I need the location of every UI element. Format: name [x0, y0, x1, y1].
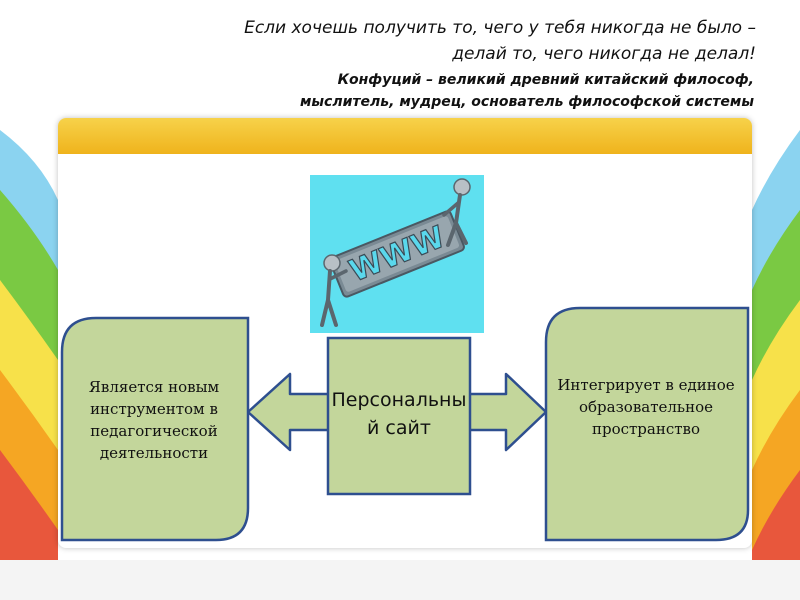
right-box-label: Интегрирует в единое образовательное про… [552, 374, 740, 440]
center-box-label: Персональный сайт [328, 386, 470, 442]
left-box-label: Является новым инструментом в педагогиче… [68, 376, 240, 464]
